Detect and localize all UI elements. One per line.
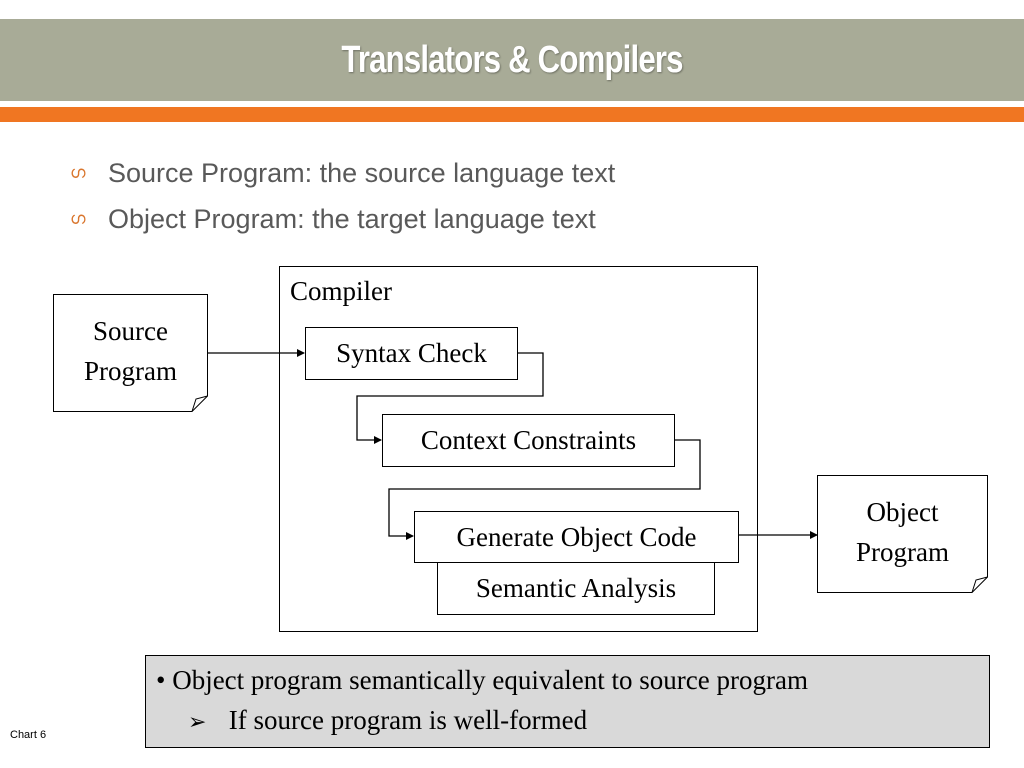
note-line-2: ➢ If source program is well-formed (188, 705, 587, 736)
bullet-item: ഗ Object Program: the target language te… (70, 196, 615, 242)
source-program-line1: Source (93, 316, 168, 346)
note-line-1: • Object program semantically equivalent… (156, 665, 808, 696)
arrow-bullet-icon: ➢ (188, 710, 207, 735)
semantic-analysis-label: Semantic Analysis (475, 573, 677, 603)
syntax-check-label: Syntax Check (336, 338, 487, 368)
bullet-list: ഗ Source Program: the source language te… (70, 150, 615, 242)
syntax-check-box: Syntax Check (305, 327, 518, 380)
object-program-line1: Object (866, 497, 939, 527)
note-text-1: Object program semantically equivalent t… (172, 665, 808, 695)
bullet-item: ഗ Source Program: the source language te… (70, 150, 615, 196)
note-box: • Object program semantically equivalent… (145, 655, 990, 748)
slide-title: Translators & Compilers (341, 38, 683, 81)
accent-band (0, 107, 1024, 122)
generate-object-code-box: Generate Object Code (414, 511, 739, 563)
source-program-line2: Program (84, 356, 177, 386)
context-constraints-box: Context Constraints (382, 414, 675, 467)
scroll-bullet-icon: ഗ (70, 209, 86, 229)
source-program-document: Source Program (53, 294, 208, 412)
generate-object-code-label: Generate Object Code (456, 521, 697, 552)
title-band: Translators & Compilers (0, 19, 1024, 101)
document-shape-icon (53, 294, 208, 412)
note-text-2: If source program is well-formed (228, 705, 588, 735)
document-shape-icon (817, 475, 988, 593)
syntax-to-context-arrow (356, 352, 544, 444)
context-constraints-label: Context Constraints (420, 425, 637, 455)
bullet-text: Source Program: the source language text (108, 157, 616, 188)
slide-footer: Chart 6 (10, 729, 47, 741)
semantic-analysis-box: Semantic Analysis (437, 562, 715, 615)
bullet-text: Object Program: the target language text (108, 203, 596, 234)
note-bullet: • (156, 665, 166, 695)
scroll-bullet-icon: ഗ (70, 163, 86, 183)
context-to-generate-arrow (388, 439, 701, 540)
object-program-document: Object Program (817, 475, 988, 593)
compiler-label: Compiler (290, 276, 392, 306)
object-program-line2: Program (856, 537, 949, 567)
